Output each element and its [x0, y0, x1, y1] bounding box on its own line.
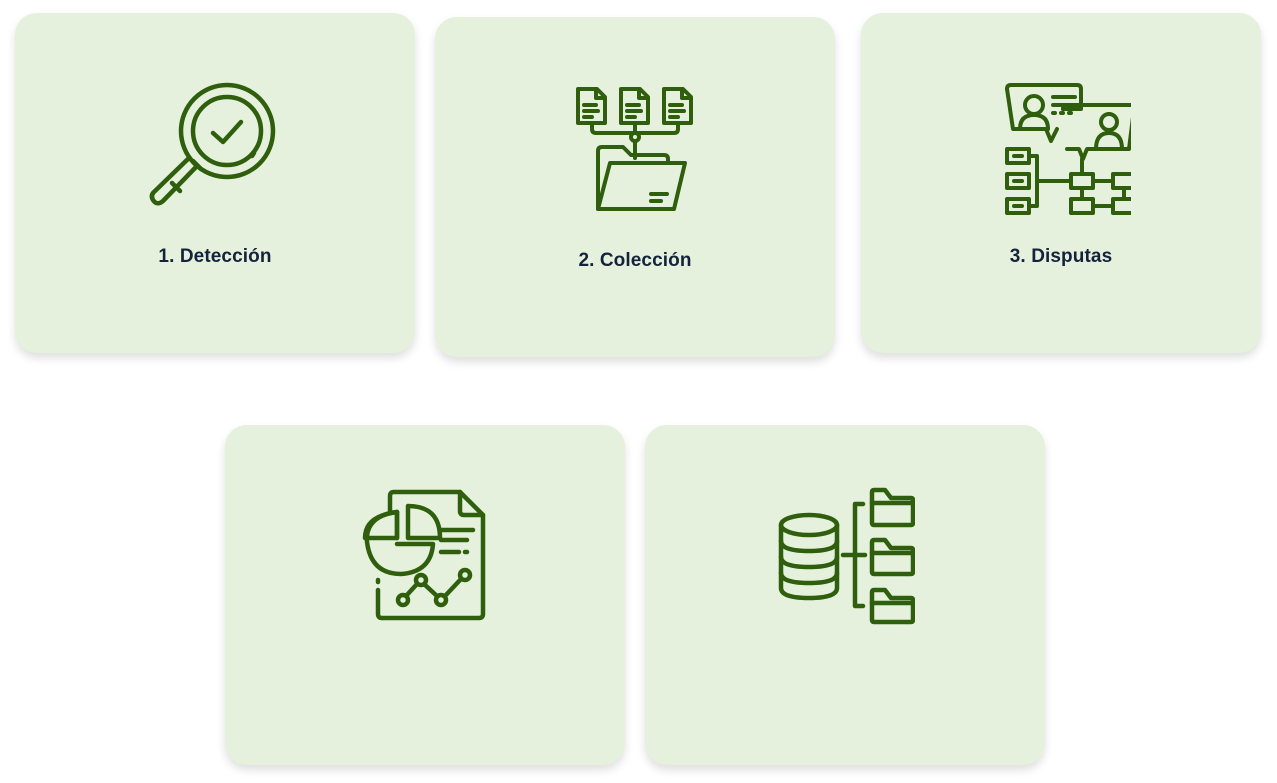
step-label: 2. Colección	[578, 250, 692, 271]
step-label: 1. Detección	[158, 246, 272, 267]
magnifier-check-icon	[145, 79, 285, 219]
step-card-report[interactable]	[225, 425, 625, 765]
step-card-detection[interactable]: 1. Detección	[15, 13, 415, 353]
documents-to-folder-icon	[565, 83, 705, 223]
step-label: 3. Disputas	[1009, 246, 1113, 267]
step-card-collection[interactable]: 2. Colección	[435, 17, 835, 357]
database-folders-icon	[775, 486, 915, 626]
step-card-database[interactable]	[645, 425, 1045, 765]
profiles-hierarchy-icon	[991, 79, 1131, 219]
step-card-disputes[interactable]: 3. Disputas	[861, 13, 1261, 353]
report-chart-icon	[355, 486, 495, 626]
